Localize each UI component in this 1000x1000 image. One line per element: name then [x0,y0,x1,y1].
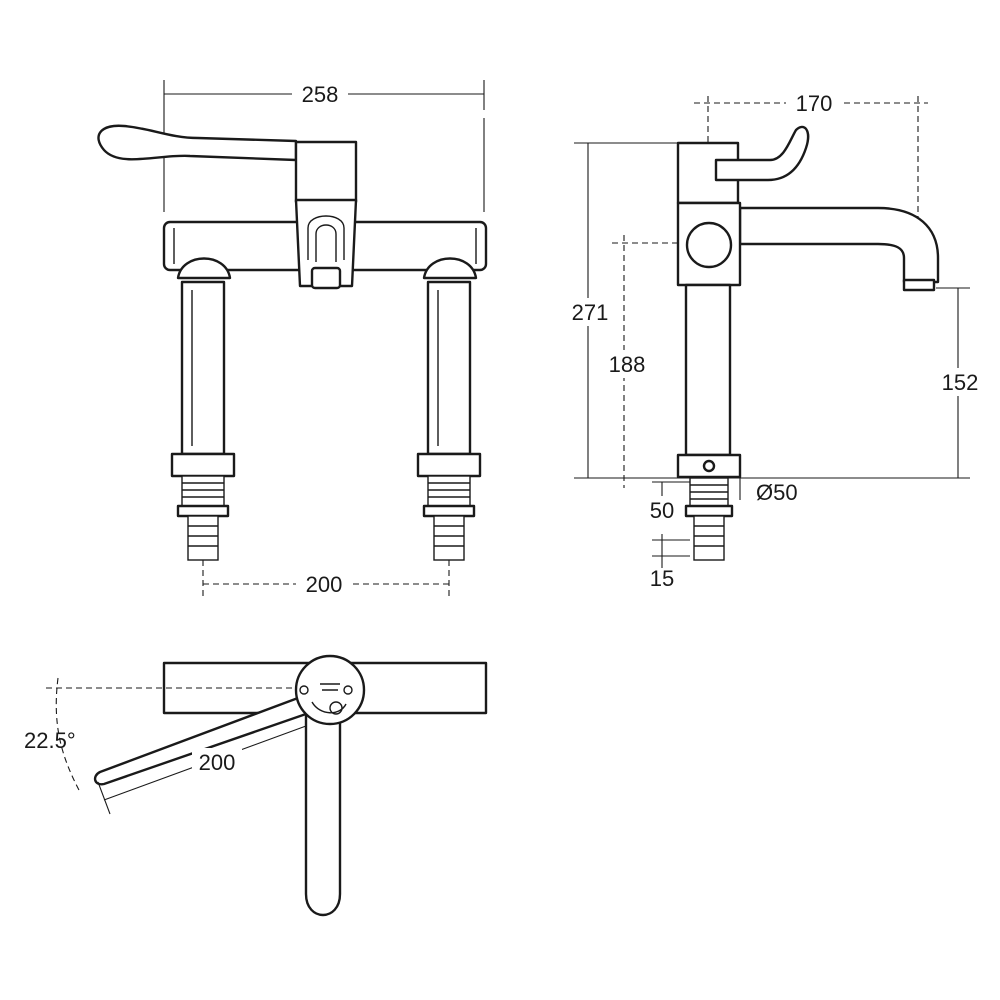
label-projection: 170 [796,91,833,116]
dimension-lever-angle: 22.5° [24,677,294,793]
label-overall-width: 258 [302,82,339,107]
label-overall-height: 271 [572,300,609,325]
spout-top [304,678,342,917]
lever-handle [97,124,298,162]
label-spout-axis-height: 188 [609,352,646,377]
dimension-pillar-centres: 200 [202,560,450,598]
pillar-left [170,257,236,561]
front-view: 258 [97,80,488,598]
label-spout-outlet-height: 152 [942,370,979,395]
dimension-spout-outlet-height: 152 [936,287,982,478]
dimension-body-diameter: Ø50 [739,478,798,505]
label-pillar-centres: 200 [306,572,343,597]
lever-top [93,696,308,786]
valve-body [294,140,358,204]
top-view: 22.5° 200 [24,654,488,917]
label-shank-length: 50 [650,498,674,523]
pillar-right [416,257,482,561]
label-lever-angle: 22.5° [24,728,76,753]
dimension-shank: 50 15 [650,481,690,591]
side-view: 170 271 188 152 [566,90,982,591]
dimension-spout-axis-height: 188 [602,235,688,488]
dimension-overall-width: 258 [163,80,485,212]
label-lever-length: 200 [199,750,236,775]
diverter-knob [685,221,733,269]
label-body-diameter: Ø50 [756,480,798,505]
dimension-projection: 170 [694,90,928,250]
lever-handle-side [714,125,810,182]
label-shank-tail: 15 [650,566,674,591]
dimension-overall-height: 271 [566,142,970,479]
spout [738,206,940,284]
dimension-lever-length: 200 [97,725,307,815]
